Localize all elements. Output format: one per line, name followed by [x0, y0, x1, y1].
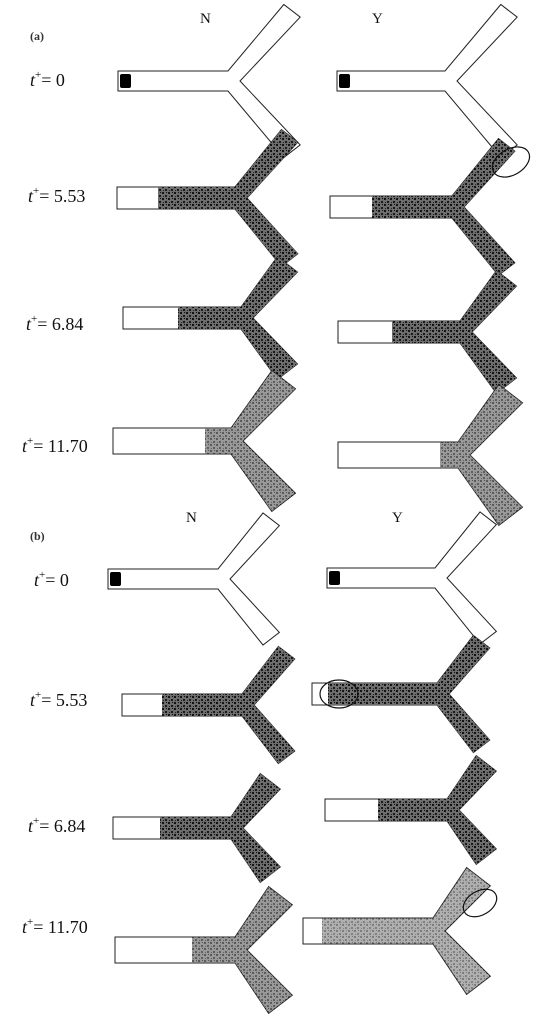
- highlight-ellipse-b-y-11: [462, 888, 498, 918]
- channel-a-n-0-outline: [117, 3, 301, 159]
- channel-a-n-6: [122, 255, 299, 381]
- channel-b-n-5-particle-region: [162, 646, 295, 764]
- channel-a-n-11-particle-region: [205, 370, 296, 512]
- channel-a-n-0: [117, 3, 301, 159]
- channel-b-y-11-particle-region: [322, 867, 491, 995]
- channel-b-y-11: [302, 866, 492, 996]
- panel-b-label: (b): [30, 529, 45, 543]
- channel-a-y-6-particle-region: [392, 270, 517, 394]
- channel-b-n-0-outline: [107, 512, 281, 646]
- time-label-a-2: t+= 6.84: [26, 313, 83, 334]
- highlight-ellipse-b-y-5: [319, 679, 359, 709]
- channel-b-n-5: [121, 645, 296, 765]
- channel-b-n-11-particle-region: [192, 886, 293, 1014]
- channel-b-y-6: [324, 754, 498, 866]
- channel-b-y-0: [326, 511, 498, 645]
- panel-b-column-n: N: [186, 510, 197, 526]
- channel-b-y-6-particle-region: [378, 755, 497, 865]
- channel-b-y-0-outline: [326, 511, 498, 645]
- channel-a-n-6-particle-region: [178, 256, 298, 380]
- channel-b-n-6-particle-region: [160, 773, 281, 883]
- time-label-a-0: t+= 0: [30, 69, 65, 90]
- channel-b-n-11: [114, 885, 294, 1015]
- channel-b-n-0: [107, 512, 281, 646]
- channel-a-n-0-injection-block: [120, 74, 131, 88]
- channel-b-y-0-injection-block: [329, 571, 340, 585]
- channel-a-n-5-particle-region: [158, 129, 298, 267]
- time-label-b-1: t+= 5.53: [30, 689, 87, 710]
- time-label-b-3: t+= 11.70: [22, 916, 88, 937]
- channel-a-y-0-outline: [336, 3, 518, 159]
- channel-a-y-5-particle-region: [372, 138, 515, 276]
- channel-a-y-0: [336, 3, 518, 159]
- time-label-b-2: t+= 6.84: [28, 815, 85, 836]
- time-label-b-0: t+= 0: [34, 569, 69, 590]
- channel-b-n-0-injection-block: [110, 572, 121, 586]
- channel-a-y-0-injection-block: [339, 74, 350, 88]
- panel-a-column-y: Y: [372, 11, 383, 27]
- channel-a-n-5: [116, 128, 299, 268]
- channel-a-n-11: [112, 369, 297, 513]
- panel-b-column-y: Y: [392, 510, 403, 526]
- highlight-ellipse-a-y-5: [491, 146, 531, 178]
- channel-b-n-6: [112, 772, 282, 884]
- channel-a-y-11: [337, 383, 524, 527]
- channel-a-y-6: [337, 269, 518, 395]
- panel-a-column-n: N: [200, 11, 211, 27]
- panel-a-label: (a): [30, 29, 44, 43]
- time-label-a-3: t+= 11.70: [22, 435, 88, 456]
- time-label-a-1: t+= 5.53: [28, 185, 85, 206]
